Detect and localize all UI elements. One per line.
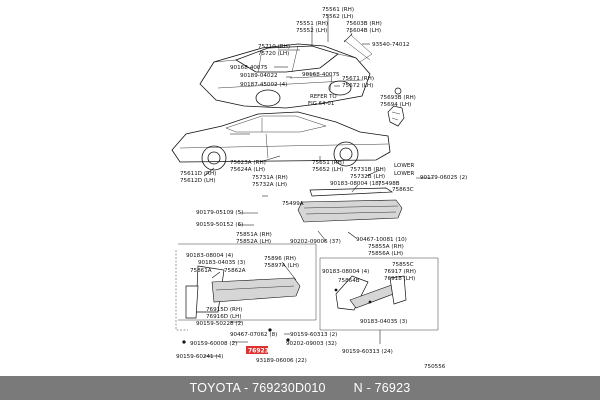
pn-90159-e: 90159-60241 (4) (176, 354, 223, 360)
pn-90202-a: 90202-09006 (37) (290, 239, 341, 245)
pn-90189: 90189-04022 (240, 73, 278, 79)
pn-90159-b: 90159-50228 (2) (196, 321, 243, 327)
pn-75551: 75551 (RH) (296, 21, 328, 27)
lower-right-assembly (319, 257, 439, 331)
pn-75612d: 75612D (LH) (180, 178, 216, 184)
pn-75855a: 75855A (RH) (368, 244, 404, 250)
pn-90159-c: 90159-60313 (2) (290, 332, 337, 338)
car-top-illustration (199, 29, 373, 109)
pn-93540: 93540-74012 (372, 42, 410, 48)
pn-75651: 75651 (RH) (312, 160, 344, 166)
highlighted-part: 76923 (246, 346, 269, 355)
pn-75852a: 75852A (LH) (236, 239, 271, 245)
pn-75861a: 75861A (190, 268, 212, 274)
pn-75624a: 75624A (LH) (230, 167, 265, 173)
pn-75603: 75603B (RH) (346, 21, 382, 27)
pn-90183-e: 90183-04035 (3) (360, 319, 407, 325)
pn-75897a: 75897A (LH) (264, 263, 299, 269)
pn-90179-b: 90179-05109 (5) (196, 210, 243, 216)
pn-75499a: 75499A (282, 201, 304, 207)
leader-lines (203, 14, 434, 357)
highlighted-part-number: 76923 (248, 348, 269, 355)
pn-90467-a: 90467-10081 (10) (356, 237, 407, 243)
footer-n-number: N - 76923 (353, 381, 411, 395)
pn-90183-a: 90183-08004 (18) (330, 181, 381, 187)
pn-90179-a: 90179-06025 (2) (420, 175, 467, 181)
pn-75652: 75652 (LH) (312, 167, 343, 173)
pn-75720: 75720 (LH) (258, 51, 289, 57)
pn-75732a: 75732A (LH) (252, 182, 287, 188)
pn-76915d: 76915D (RH) (206, 307, 242, 313)
pn-75552: 75552 (LH) (296, 28, 327, 34)
pn-75731b: 75731B (RH) (350, 167, 386, 173)
pn-75694: 75694 (LH) (380, 102, 411, 108)
pn-75561: 75561 (RH) (322, 7, 354, 13)
rocker-molding-illustration (297, 187, 403, 223)
car-side-illustration (171, 111, 391, 171)
pn-75896: 75896 (RH) (264, 256, 296, 262)
pn-75604: 75604B (LH) (346, 28, 381, 34)
pn-75710: 75710 (RH) (258, 44, 290, 50)
clip-75693b-illustration (387, 87, 405, 127)
pn-90183-c: 90183-04035 (3) (198, 260, 245, 266)
pn-76916d: 76916D (LH) (206, 314, 242, 320)
pn-75562: 75562 (LH) (322, 14, 353, 20)
pn-75732b: 75732B (LH) (350, 174, 385, 180)
refer-to: REFER TO (310, 94, 337, 100)
figure-code: 750556 (424, 364, 446, 370)
pn-75672: 75672 (LH) (342, 83, 373, 89)
pn-75855c: 75855C (392, 262, 414, 268)
pn-90168-b: 90168-40075 (302, 72, 340, 78)
pn-90187: 90187-45002 (4) (240, 82, 287, 88)
pn-75851a: 75851A (RH) (236, 232, 272, 238)
pn-76917: 76917 (RH) (384, 269, 416, 275)
pn-75671: 75671 (RH) (342, 76, 374, 82)
pn-90159-f: 90159-60313 (24) (342, 349, 393, 355)
pn-75611d: 75611D (RH) (180, 171, 216, 177)
pn-90467-b: 90467-07062 (8) (230, 332, 277, 338)
pn-90168-a: 90168-40075 (230, 65, 268, 71)
lower-label-2: LOWER (394, 171, 414, 177)
pn-90183-b: 90183-08004 (4) (186, 253, 233, 259)
pn-75864b: 75864B (338, 278, 360, 284)
footer-bar: TOYOTA - 769230D010 N - 76923 (0, 376, 600, 400)
pn-90183-d: 90183-08004 (4) (322, 269, 369, 275)
pn-75731a: 75731A (RH) (252, 175, 288, 181)
lower-left-assembly (175, 243, 317, 344)
pn-75623a: 75623A (RH) (230, 160, 266, 166)
pn-75856a: 75856A (LH) (368, 251, 403, 257)
pn-90159-d: 90159-60008 (2) (190, 341, 237, 347)
pn-75693b: 75693B (RH) (380, 95, 416, 101)
pn-75862a: 75862A (224, 268, 246, 274)
pn-90202-b: 90202-09003 (32) (286, 341, 337, 347)
pn-90159-a: 90159-50152 (6) (196, 222, 243, 228)
pn-75498b: 75498B (378, 181, 400, 187)
pn-93189: 93189-06006 (22) (256, 358, 307, 364)
refer-fig: FIG 64-01 (308, 101, 334, 107)
pn-76918: 76918 (LH) (384, 276, 415, 282)
footer-brand-part-number: TOYOTA - 769230D010 (189, 381, 326, 395)
lower-label-1: LOWER (394, 163, 414, 169)
pn-75863c: 75863C (392, 187, 414, 193)
